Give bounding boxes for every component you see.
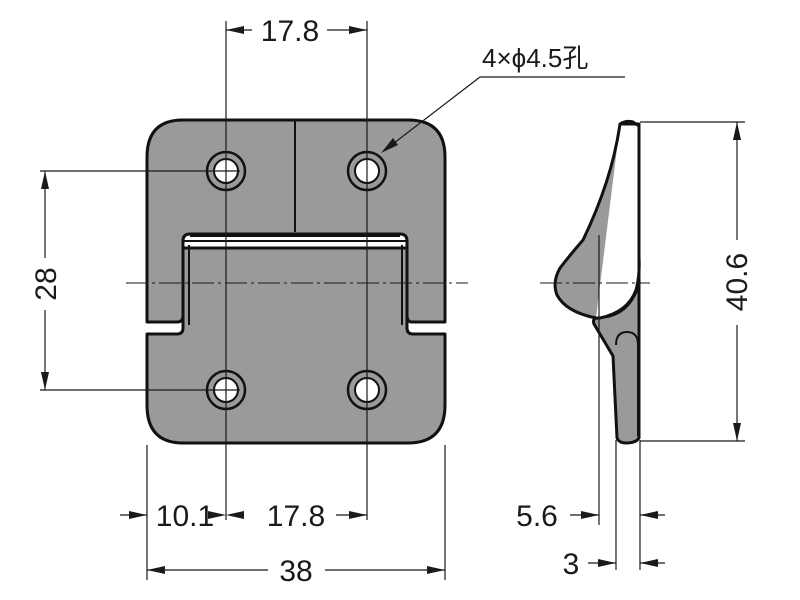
front-lower-plate [145,246,447,445]
dim-plate-thickness: 3 [563,548,665,581]
hole-callout-label: 4×ϕ4.5孔 [482,43,588,73]
side-depth-label: 5.6 [516,500,558,533]
dim-vertical-hole-spacing: 28 [30,171,63,390]
top-hole-spacing-label: 17.8 [261,15,319,48]
knuckle-side-lines [188,245,403,325]
plate-thickness-label: 3 [563,548,580,581]
front-view [145,118,447,445]
vertical-hole-spacing-label: 28 [30,267,63,300]
side-view [553,119,641,445]
dim-overall-height: 40.6 [721,122,754,441]
overall-height-label: 40.6 [721,253,754,311]
front-center-lines [40,21,468,580]
dim-top-hole-spacing: 17.8 [226,15,367,48]
hole-callout: 4×ϕ4.5孔 [381,43,625,153]
overall-width-label: 38 [279,555,312,588]
bottom-hole-spacing-label: 17.8 [267,500,325,533]
dim-side-depth: 5.6 [516,500,665,533]
edge-to-hole-label: 10.1 [156,500,214,533]
side-profile [553,119,641,445]
side-center-lines [540,121,745,570]
dim-bottom-chain: 10.1 17.8 [120,500,367,533]
dim-overall-width: 38 [147,555,445,588]
side-lower-tongue [615,330,639,436]
knuckle-edge [183,235,407,242]
side-knuckle-arc [596,281,641,319]
